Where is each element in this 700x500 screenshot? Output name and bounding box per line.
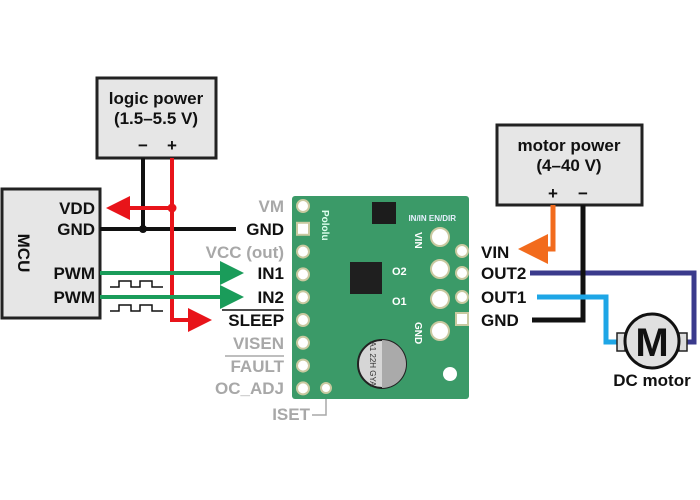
- board-brand: Pololu: [319, 210, 330, 241]
- pwm-waveform-icon: [110, 280, 163, 288]
- motor-wires: [518, 205, 697, 345]
- left-header-pins: [296, 199, 310, 396]
- pin-oc-adj: OC_ADJ: [215, 379, 284, 398]
- mcu-pin-pwm2: PWM: [53, 288, 95, 307]
- header-pin: [296, 199, 310, 213]
- motor-power-title: motor power: [518, 136, 621, 155]
- motor-power-supply: motor power (4–40 V) + −: [495, 123, 644, 207]
- motor-label: DC motor: [613, 371, 691, 390]
- pin-iset: ISET: [272, 405, 310, 424]
- pin-in2: IN2: [258, 288, 284, 307]
- board-vin-label: VIN: [412, 232, 423, 249]
- motor-power-range: (4–40 V): [536, 156, 601, 175]
- driver-left-labels: VM GND VCC (out) IN1 IN2 SLEEP VISEN FAU…: [206, 197, 327, 424]
- logic-power-plus: +: [167, 136, 177, 155]
- capacitor-marking: A1 22H GYA: [368, 341, 377, 387]
- pin-out2: OUT2: [481, 264, 526, 283]
- mcu-pin-vdd: VDD: [59, 199, 95, 218]
- motor-ground-wire: [532, 205, 586, 323]
- pin-fault: FAULT: [230, 357, 284, 376]
- board-o1-label: O1: [392, 296, 407, 308]
- header-pin: [296, 335, 310, 350]
- out2-wire: [530, 270, 697, 345]
- motor-power-plus: +: [548, 184, 558, 203]
- logic-power-minus: −: [138, 136, 148, 155]
- pin-gnd: GND: [246, 220, 284, 239]
- board-gnd-label: GND: [412, 322, 423, 344]
- vin-wire: [518, 205, 556, 264]
- pin-vcc-out: VCC (out): [206, 243, 284, 262]
- mcu-pin-pwm1: PWM: [53, 264, 95, 283]
- pwm-waveform-icon: [110, 304, 163, 312]
- ground-junction: [139, 225, 147, 233]
- driver-right-labels: VIN OUT2 OUT1 GND: [481, 243, 526, 330]
- header-pin: [296, 358, 310, 373]
- board-mode-label: IN/IN EN/DIR: [408, 214, 456, 223]
- mcu-pin-gnd: GND: [57, 220, 95, 239]
- dc-motor: M DC motor: [613, 312, 691, 390]
- header-pin: [296, 381, 310, 396]
- header-pin: [296, 290, 310, 305]
- header-pin: [296, 244, 310, 259]
- pin-visen: VISEN: [233, 334, 284, 353]
- pin-out1: OUT1: [481, 288, 526, 307]
- out1-wire: [537, 294, 618, 345]
- motor-power-minus: −: [578, 184, 588, 203]
- mcu-title: MCU: [14, 234, 33, 273]
- pin-vin: VIN: [481, 243, 509, 262]
- logic-power-range: (1.5–5.5 V): [114, 109, 198, 128]
- chip-small: [372, 202, 396, 224]
- driver-ic: [350, 262, 382, 294]
- pin-gnd-right: GND: [481, 311, 519, 330]
- logic-power-supply: logic power (1.5–5.5 V) − +: [95, 76, 218, 160]
- board-o2-label: O2: [392, 266, 407, 278]
- header-pin: [296, 267, 310, 282]
- motor-symbol: M: [635, 321, 668, 365]
- mcu: MCU VDD GND PWM PWM: [0, 187, 102, 320]
- pin-in1: IN1: [258, 264, 284, 283]
- header-pin: [296, 313, 310, 327]
- header-pin: [296, 221, 310, 236]
- driver-board: Pololu IN/IN EN/DIR VIN O2 O1 GND A1 22H…: [292, 196, 469, 399]
- logic-power-title: logic power: [109, 89, 204, 108]
- vdd-junction: [167, 203, 177, 213]
- pin-vm: VM: [259, 197, 285, 216]
- pin-sleep: SLEEP: [228, 311, 284, 330]
- logic-wires: [100, 158, 244, 332]
